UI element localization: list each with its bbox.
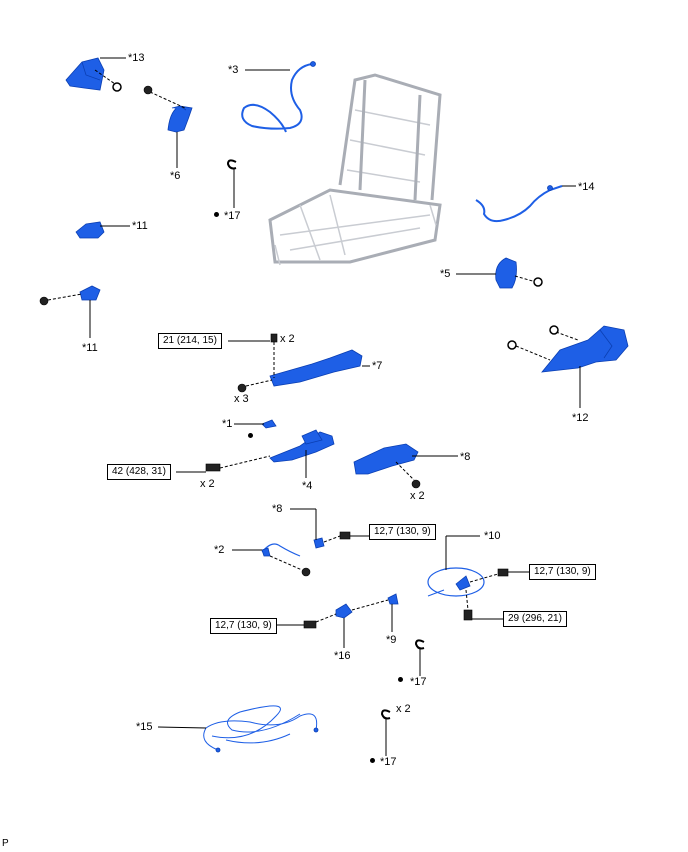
callout-7: *7 (372, 360, 383, 372)
part-17-clip-a (226, 159, 237, 170)
callout-6: *6 (170, 170, 181, 182)
part-16-bracket (335, 603, 353, 619)
torque-spec-4: 42 (428, 31) (107, 464, 171, 480)
callout-17-b: *17 (410, 676, 427, 688)
part-6-bracket (167, 105, 193, 133)
callout-11-a: *11 (132, 220, 148, 232)
callout-12: *12 (572, 412, 589, 424)
torque-spec-8: 12,7 (130, 9) (369, 524, 436, 540)
qty-17-clip: x 2 (396, 703, 411, 715)
callout-4: *4 (302, 480, 313, 492)
part-13-bracket (65, 57, 105, 91)
callout-8-b: *8 (272, 503, 283, 515)
callout-13: *13 (128, 52, 145, 64)
callout-9: *9 (386, 634, 397, 646)
part-4-rail (269, 429, 335, 463)
callout-15: *15 (136, 721, 153, 733)
torque-spec-7: 21 (214, 15) (158, 333, 222, 349)
qty-4-bolt: x 2 (200, 478, 215, 490)
part-11-cover-b (79, 285, 101, 301)
callout-11-b: *11 (82, 342, 98, 354)
callout-16: *16 (334, 650, 351, 662)
part-17-clip-c (380, 709, 391, 720)
qty-7-bolt: x 2 (280, 333, 295, 345)
torque-spec-16: 12,7 (130, 9) (210, 618, 277, 634)
callout-17-c: *17 (380, 756, 397, 768)
part-1-pin (261, 419, 277, 429)
part-3-cable (241, 61, 316, 133)
torque-spec-10-a: 12,7 (130, 9) (529, 564, 596, 580)
part-7-rail (269, 349, 363, 387)
bullet-dot (370, 758, 375, 763)
part-9-clip (387, 593, 399, 605)
part-10-cable (427, 567, 485, 597)
part-11-cover-a (75, 221, 105, 239)
part-5-bracket (495, 257, 517, 289)
callout-5: *5 (440, 268, 451, 280)
qty-8-bolt: x 2 (410, 490, 425, 502)
callout-10: *10 (484, 530, 501, 542)
part-12-bracket (541, 325, 629, 373)
callout-1: *1 (222, 418, 233, 430)
part-8-rail (353, 443, 419, 475)
seat-frame (268, 73, 442, 266)
part-2-cable (261, 543, 301, 557)
part-14-cable (475, 185, 563, 223)
bullet-dot (398, 677, 403, 682)
part-17-clip-b (414, 639, 425, 650)
part-8-clip (313, 537, 325, 549)
callout-3: *3 (228, 64, 239, 76)
bullet-dot (214, 212, 219, 217)
torque-spec-10-b: 29 (296, 21) (503, 611, 567, 627)
part-15-harness (203, 705, 319, 753)
bullet-dot (248, 433, 253, 438)
qty-7-screw: x 3 (234, 393, 249, 405)
callout-14: *14 (578, 181, 595, 193)
footer-code: P (2, 838, 9, 849)
callout-17-a: *17 (224, 210, 241, 222)
callout-2: *2 (214, 544, 225, 556)
callout-8-a: *8 (460, 451, 471, 463)
